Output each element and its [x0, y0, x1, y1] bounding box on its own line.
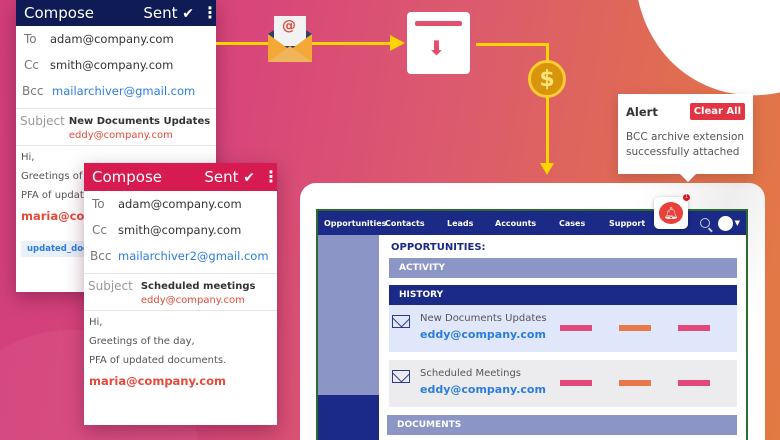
download-arrow-icon: ⬇ [428, 36, 445, 60]
status-bar [678, 325, 710, 331]
nav-support[interactable]: Support [609, 218, 646, 228]
arrow-down-icon [540, 163, 554, 175]
status-bar [560, 325, 592, 331]
bcc-field[interactable]: Bcc mailarchiver@gmail.com [16, 78, 216, 104]
cc-label: Cc [92, 223, 107, 237]
body-line: Greetings of the day, [21, 171, 127, 182]
compose-title: Compose [24, 4, 95, 22]
compose-header: Compose Sent ✔ ⋮ [84, 163, 279, 191]
alert-popup: Alert Clear All BCC archive extension su… [618, 94, 753, 182]
bcc-value: mailarchiver@gmail.com [52, 84, 196, 98]
mail-icon [392, 315, 410, 328]
more-menu-icon[interactable]: ⋮ [263, 167, 279, 186]
search-icon[interactable] [699, 218, 710, 228]
dollar-coin-icon: $ [528, 60, 566, 98]
status-bar [678, 380, 710, 386]
subject-field[interactable]: Subject New Documents Updates eddy@compa… [16, 108, 216, 146]
alert-message: BCC archive extension successfully attac… [626, 131, 745, 158]
nav-cases[interactable]: Cases [559, 218, 586, 228]
page-title: OPPORTUNITIES: [391, 242, 486, 253]
notification-bell-button[interactable]: 🔔︎ 1 [654, 193, 691, 229]
bcc-label: Bcc [90, 249, 112, 263]
compose-title: Compose [92, 168, 163, 186]
status-bar [619, 325, 651, 331]
section-activity[interactable]: ACTIVITY [389, 258, 737, 278]
to-label: To [24, 32, 37, 46]
envelope-icon: @ [266, 12, 314, 64]
subject-field[interactable]: Subject Scheduled meetings eddy@company.… [84, 273, 277, 311]
at-sign-icon: @ [282, 18, 296, 34]
cc-value: smith@company.com [50, 58, 174, 72]
nav-leads[interactable]: Leads [447, 218, 474, 228]
crm-screen: Opportunities Contacts Leads Accounts Ca… [316, 209, 748, 440]
to-value: adam@company.com [50, 32, 174, 46]
check-icon: ✔ [243, 170, 255, 186]
mail-icon [392, 370, 410, 383]
message-body[interactable]: Hi, Greetings of the day, PFA of updated… [84, 311, 277, 402]
subject-value: New Documents Updates [68, 116, 211, 127]
sent-button[interactable]: Sent ✔ [143, 4, 194, 22]
signature: maria@company.com [89, 374, 227, 388]
sent-label: Sent [204, 168, 239, 186]
history-subject: Scheduled Meetings [420, 368, 522, 379]
avatar[interactable] [717, 215, 733, 231]
section-history[interactable]: HISTORY [389, 285, 737, 305]
body-line: PFA of updated documents. [89, 355, 227, 366]
crm-sidebar [318, 235, 379, 440]
flow-line [476, 43, 548, 46]
status-bars [560, 325, 710, 331]
more-menu-icon[interactable]: ⋮ [202, 3, 218, 22]
nav-contacts[interactable]: Contacts [385, 218, 425, 228]
cc-value: smith@company.com [118, 223, 242, 237]
to-label: To [92, 197, 105, 211]
to-field[interactable]: To adam@company.com [84, 191, 277, 217]
history-email[interactable]: eddy@company.com [420, 383, 546, 396]
bcc-field[interactable]: Bcc mailarchiver2@gmail.com [84, 243, 277, 269]
cc-label: Cc [24, 58, 39, 72]
to-field[interactable]: To adam@company.com [16, 26, 216, 52]
flow-line [546, 43, 549, 165]
section-documents[interactable]: DOCUMENTS [387, 415, 737, 435]
status-bar [560, 380, 592, 386]
bcc-value: mailarchiver2@gmail.com [118, 249, 269, 263]
history-item[interactable]: New Documents Updates eddy@company.com [389, 305, 737, 352]
archive-icon: ⬇ [407, 12, 470, 74]
archive-lid [415, 21, 462, 26]
subject-label: Subject [20, 114, 65, 128]
subject-from: eddy@company.com [68, 130, 173, 141]
body-line: Hi, [89, 317, 103, 328]
bcc-label: Bcc [22, 84, 44, 98]
attachment-chip[interactable]: updated_doc... [21, 241, 104, 257]
check-icon: ✔ [182, 6, 194, 22]
compose-header: Compose Sent ✔ ⋮ [16, 0, 218, 26]
alert-title: Alert [626, 104, 658, 119]
crm-device-frame: Opportunities Contacts Leads Accounts Ca… [300, 183, 765, 440]
arrow-right-icon [390, 35, 405, 51]
body-line: Greetings of the day, [89, 336, 195, 347]
nav-opportunities[interactable]: Opportunities [324, 218, 387, 228]
cc-field[interactable]: Cc smith@company.com [84, 217, 277, 243]
notification-badge: 1 [682, 193, 691, 202]
history-item[interactable]: Scheduled Meetings eddy@company.com [389, 360, 737, 407]
sent-button[interactable]: Sent ✔ [204, 168, 255, 186]
chevron-down-icon[interactable]: ▼ [734, 219, 740, 227]
crm-content: OPPORTUNITIES: ACTIVITY HISTORY New Docu… [387, 235, 737, 440]
status-bars [560, 380, 710, 386]
history-subject: New Documents Updates [420, 313, 547, 324]
history-email[interactable]: eddy@company.com [420, 328, 546, 341]
body-line: Hi, [21, 152, 35, 163]
clear-all-button[interactable]: Clear All [689, 103, 745, 120]
cc-field[interactable]: Cc smith@company.com [16, 52, 216, 78]
to-value: adam@company.com [118, 197, 242, 211]
nav-accounts[interactable]: Accounts [495, 218, 537, 228]
bell-icon: 🔔︎ [659, 202, 683, 224]
sent-label: Sent [143, 4, 178, 22]
status-bar [619, 380, 651, 386]
subject-value: Scheduled meetings [140, 281, 256, 292]
subject-from: eddy@company.com [140, 295, 245, 306]
subject-label: Subject [88, 279, 133, 293]
